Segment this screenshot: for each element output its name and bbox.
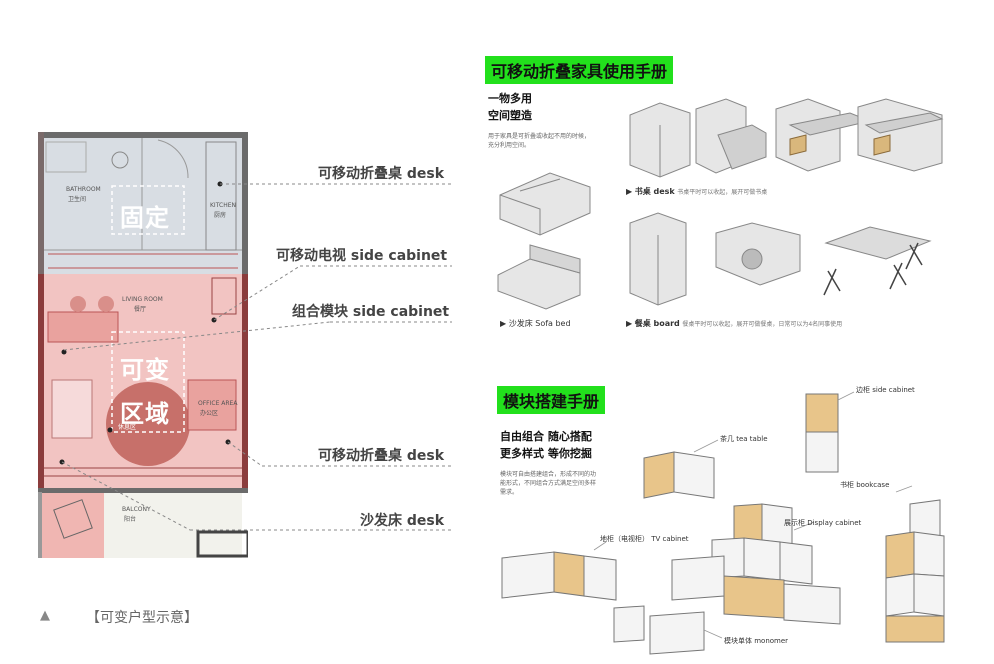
callout-desk-bottom: 可移动折叠桌 desk	[318, 448, 445, 464]
desk-caption-bold: 书桌 desk	[634, 187, 675, 196]
bathroom-cn-label: 卫生间	[68, 196, 87, 203]
zone-fixed-label: 固定	[120, 204, 170, 232]
floor-plan-drawing	[38, 132, 250, 558]
floor-plan: BATHROOM 卫生间 KITCHEN 厨房 LIVING ROOM 餐厅 O…	[38, 132, 250, 562]
callout-desk-top: 可移动折叠桌 desk	[318, 166, 445, 182]
kitchen-cn-label: 厨房	[214, 212, 227, 219]
board-caption: ▶ 餐桌 board 餐桌平时可以收起，展开可做餐桌，日常可以为4名同事使用	[626, 319, 843, 328]
desk-caption: ▶ 书桌 desk 书桌平时可以收起，展开可做书桌	[626, 187, 768, 196]
office-cn-label: 办公区	[200, 410, 219, 417]
zone-variable-label-2: 区域	[120, 400, 170, 428]
sofa-caption-text: 沙发床 Sofa bed	[508, 319, 571, 328]
manual2-title: 模块搭建手册	[497, 386, 606, 414]
side-cabinet-label: 边柜 side cabinet	[856, 386, 915, 394]
manual2-description: 模块可自由搭建组合，形成不同的功能形式，不同组合方式满足空间多样需求。	[500, 471, 597, 496]
callout-module-side-cabinet: 组合模块 side cabinet	[292, 304, 450, 320]
manual2-subtitle-2: 更多样式 等你挖掘	[500, 447, 592, 460]
balcony-en-label: BALCONY	[122, 506, 151, 513]
manual1-description: 用于家具是可折叠或收起不用的时候，充分利用空间。	[488, 133, 591, 149]
manual1-subtitle-1: 一物多用	[488, 92, 532, 105]
kitchen-en-label: KITCHEN	[210, 202, 236, 209]
manual1-title: 可移动折叠家具使用手册	[485, 56, 674, 84]
living-en-label: LIVING ROOM	[122, 296, 163, 303]
tv-cabinet-label: 地柜（电视柜） TV cabinet	[600, 535, 689, 543]
caption-marker: ▲	[40, 608, 50, 623]
desk-caption-text: 书桌平时可以收起，展开可做书桌	[677, 189, 768, 196]
living-cn-label: 餐厅	[134, 306, 147, 313]
board-caption-bold: 餐桌 board	[634, 319, 680, 328]
office-en-label: OFFICE AREA	[198, 400, 238, 407]
module-illustrations	[501, 391, 945, 655]
display-cabinet-label: 展示柜 Display cabinet	[784, 519, 862, 527]
zone-variable-label-1: 可变	[120, 356, 170, 384]
tea-table-label: 茶几 tea table	[720, 435, 768, 443]
furniture-illustrations	[497, 98, 944, 310]
sofa-caption: ▶ 沙发床 Sofa bed	[500, 319, 571, 328]
callout-sofa-bed: 沙发床 desk	[360, 513, 445, 529]
monomer-label: 模块单体 monomer	[724, 637, 789, 645]
balcony-cn-label: 阳台	[124, 516, 137, 523]
manual2-subtitle-1: 自由组合 随心搭配	[500, 430, 592, 443]
manual1-subtitle-2: 空间塑造	[488, 109, 532, 122]
board-caption-text: 餐桌平时可以收起，展开可做餐桌，日常可以为4名同事使用	[682, 321, 843, 328]
leisure-cn-label: 休息区	[118, 424, 137, 431]
bookcase-label: 书柜 bookcase	[840, 481, 890, 489]
callout-tv-side-cabinet: 可移动电视 side cabinet	[276, 248, 448, 264]
plan-caption: 【可变户型示意】	[86, 610, 198, 626]
bathroom-en-label: BATHROOM	[66, 186, 101, 193]
